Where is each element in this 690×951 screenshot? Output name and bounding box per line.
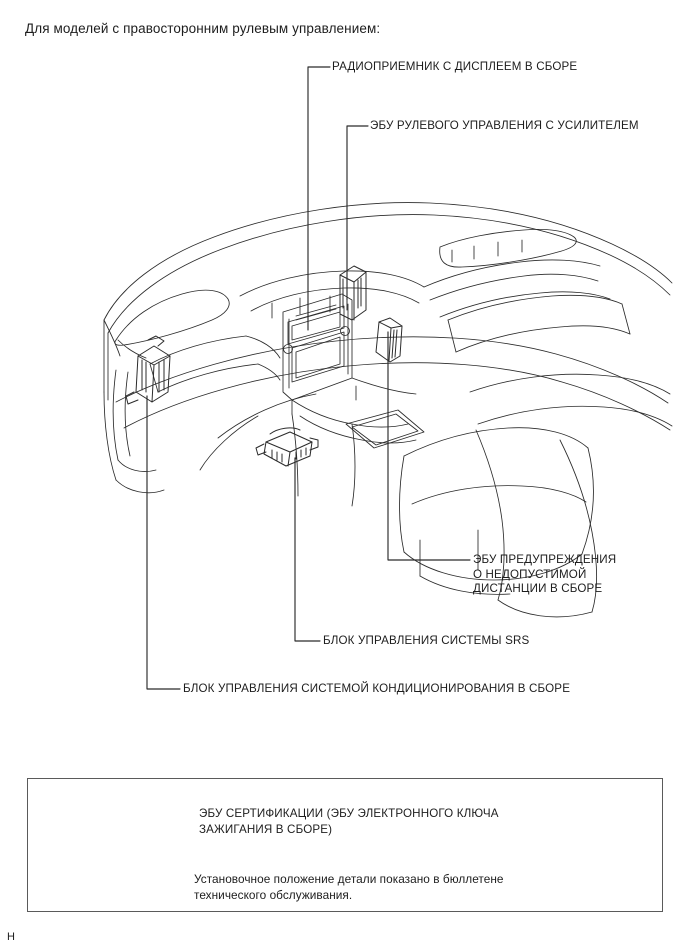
- footer-mark: Н: [7, 931, 15, 943]
- service-note-box: [27, 778, 663, 912]
- note-box-body-text: Установочное положение детали показано в…: [194, 872, 504, 902]
- page-intro-text: Для моделей с правосторонним рулевым упр…: [25, 21, 381, 36]
- callout-label-distance-warning-ecu: ЭБУ ПРЕДУПРЕЖДЕНИЯ О НЕДОПУСТИМОЙ ДИСТАН…: [473, 553, 617, 596]
- callout-label-air-conditioning-control-assembly: БЛОК УПРАВЛЕНИЯ СИСТЕМОЙ КОНДИЦИОНИРОВАН…: [183, 682, 571, 695]
- part-air-conditioning-control: [125, 335, 171, 405]
- leader-lines: [146, 66, 471, 690]
- part-power-steering-ecu: [339, 265, 367, 321]
- left-pillar-trim: [103, 319, 165, 494]
- callout-label-power-steering-ecu: ЭБУ РУЛЕВОГО УПРАВЛЕНИЯ С УСИЛИТЕЛЕМ: [370, 119, 639, 132]
- part-srs-control-unit: [255, 427, 319, 467]
- instrument-hood: [149, 335, 281, 393]
- center-console: [282, 293, 425, 449]
- callout-label-srs-control-unit: БЛОК УПРАВЛЕНИЯ СИСТЕМЫ SRS: [323, 634, 530, 647]
- part-distance-warning-ecu: [375, 317, 403, 363]
- note-box-part-label: ЭБУ СЕРТИФИКАЦИИ (ЭБУ ЭЛЕКТРОННОГО КЛЮЧА…: [199, 807, 499, 836]
- callout-label-radio-receiver-assembly: РАДИОПРИЕМНИК С ДИСПЛЕЕМ В СБОРЕ: [332, 60, 578, 73]
- floor-tunnel: [199, 393, 356, 507]
